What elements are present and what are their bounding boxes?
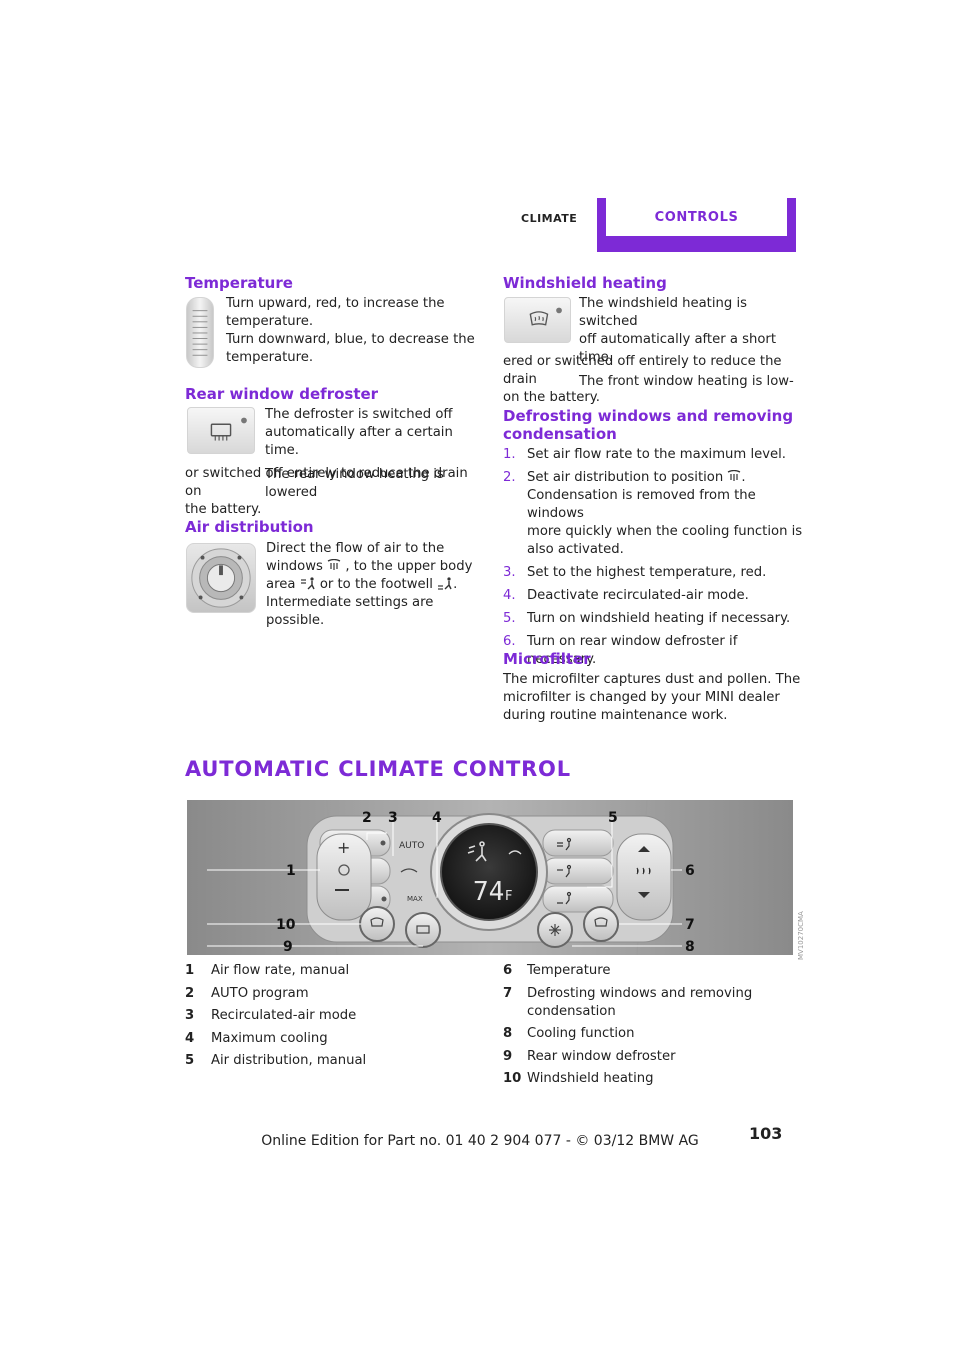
defrost-heading-line: Defrosting windows and removing: [503, 407, 794, 425]
defrost-step: 4.Deactivate recirculated-air mode.: [503, 588, 749, 603]
windshield-line: The front window heating is low-: [579, 374, 794, 389]
callout-6: 6: [685, 863, 695, 879]
air-distribution-line: Intermediate settings are possible.: [266, 595, 434, 628]
callout-9: 9: [283, 939, 293, 955]
panel-temp: 74: [473, 877, 504, 907]
page-number: 103: [749, 1124, 783, 1143]
callout-10: 10: [276, 917, 296, 933]
windshield-line: off automatically after a short time.: [579, 332, 776, 365]
windshield-airflow-icon: [327, 558, 341, 571]
defrost-step: 3.Set to the highest temperature, red.: [503, 565, 767, 580]
upper-body-airflow-icon: [300, 577, 316, 590]
air-distribution-dial-icon: [186, 543, 256, 613]
image-code: MV10270CMA: [797, 911, 805, 960]
header-chapter-tab: Controls: [597, 198, 796, 252]
windshield-heating-heading: Windshield heating: [503, 274, 667, 292]
rear-defroster-button-icon: [187, 407, 255, 454]
max-label: MAX: [407, 895, 423, 903]
windshield-line: The windshield heating is switched: [579, 296, 747, 329]
air-distribution-text: .: [453, 577, 458, 592]
windshield-heating-button-icon: [504, 297, 571, 343]
temperature-line: Turn downward, blue, to decrease the: [226, 332, 475, 347]
callout-7: 7: [685, 917, 695, 933]
panel-temp-unit: F: [505, 889, 512, 904]
air-distribution-text: area: [266, 577, 296, 592]
air-distribution-text: windows: [266, 559, 323, 574]
defrost-steps: 1.Set air flow rate to the maximum level…: [503, 446, 803, 674]
rear-defroster-line: automatically after a certain time.: [265, 425, 453, 458]
air-distribution-heading: Air distribution: [185, 518, 314, 536]
air-distribution-text: , to the upper body: [345, 559, 473, 574]
climate-panel-image: AUTO MAX 74 F +: [187, 800, 793, 955]
callout-4: 4: [432, 810, 442, 826]
defrost-step: 2. Set air distribution to position . Co…: [503, 469, 803, 557]
microfilter-line: microfilter is changed by your MINI deal…: [503, 690, 780, 705]
rear-defroster-heading: Rear window defroster: [185, 385, 379, 403]
footer-text: Online Edition for Part no. 01 40 2 904 …: [261, 1133, 699, 1149]
microfilter-line: during routine maintenance work.: [503, 708, 728, 723]
acc-title: Automatic climate control: [185, 757, 571, 781]
defrost-heading: Defrosting windows and removing condensa…: [503, 407, 793, 443]
windshield-line: ered or switched off entirely to reduce …: [503, 354, 782, 387]
temperature-line: Turn upward, red, to increase the: [226, 296, 445, 311]
air-distribution-text: or to the footwell: [319, 577, 433, 592]
callout-2: 2: [362, 810, 372, 826]
auto-label: AUTO: [399, 841, 424, 851]
defrost-step: 1.Set air flow rate to the maximum level…: [503, 447, 786, 462]
rear-defroster-line: The defroster is switched off: [265, 407, 453, 422]
defrost-step: 6.Turn on rear window defroster if neces…: [503, 634, 738, 667]
rear-defroster-line: the battery.: [185, 502, 262, 517]
temperature-wheel-icon: [186, 297, 214, 368]
microfilter-heading: Microfilter: [503, 650, 591, 668]
callout-5: 5: [608, 810, 618, 826]
callout-3: 3: [388, 810, 398, 826]
windshield-line: on the battery.: [503, 390, 600, 405]
svg-text:+: +: [337, 838, 350, 857]
header-section: Climate: [521, 212, 578, 225]
rear-defroster-line: or switched off entirely to reduce the d…: [185, 466, 468, 499]
footwell-airflow-icon: [437, 577, 453, 590]
rear-defroster-line: The rear window heating is lowered: [265, 467, 444, 500]
temperature-line: temperature.: [226, 350, 314, 365]
callout-1: 1: [286, 863, 296, 879]
callout-8: 8: [685, 939, 695, 955]
microfilter-line: The microfilter captures dust and pollen…: [503, 672, 801, 687]
windshield-airflow-icon: [727, 469, 741, 482]
air-distribution-line: Direct the flow of air to the: [266, 541, 445, 556]
header-chapter: Controls: [654, 209, 739, 225]
defrost-heading-line: condensation: [503, 425, 617, 443]
temperature-line: temperature.: [226, 314, 314, 329]
temperature-heading: Temperature: [185, 274, 293, 292]
defrost-step: 5.Turn on windshield heating if necessar…: [503, 611, 791, 626]
